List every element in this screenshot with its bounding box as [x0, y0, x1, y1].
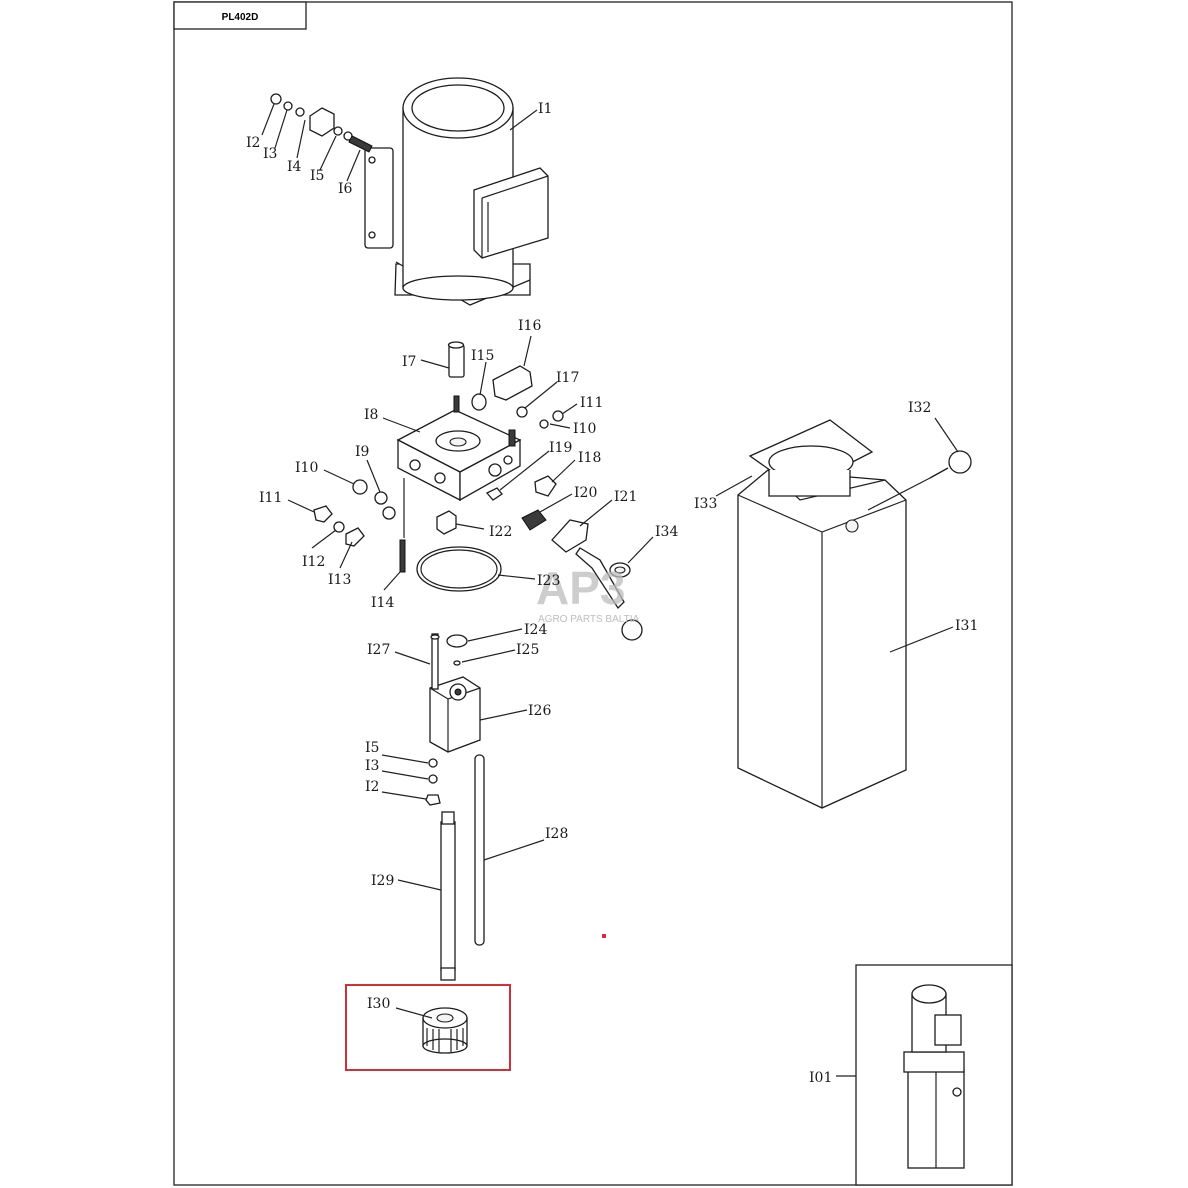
label-I11-right: I11 [580, 395, 603, 411]
red-mark [602, 934, 606, 938]
pump-part [425, 633, 481, 806]
label-I25: I25 [516, 642, 539, 658]
label-I2: I2 [246, 135, 260, 151]
drawing-frame [173, 1, 1013, 1186]
motor-hardware-leaders [261, 103, 538, 182]
label-I3: I3 [263, 146, 277, 162]
label-I8: I8 [364, 407, 378, 423]
label-I28: I28 [545, 826, 568, 842]
label-I33: I33 [694, 496, 717, 512]
label-I30: I30 [367, 996, 390, 1012]
label-I32: I32 [908, 400, 931, 416]
valve-leaders [287, 335, 654, 591]
label-I11: I11 [259, 490, 282, 506]
label-I24: I24 [524, 622, 547, 638]
label-I19: I19 [549, 440, 572, 456]
label-I31: I31 [955, 618, 978, 634]
filter-part [395, 1007, 468, 1054]
watermark-logo: AP3 [536, 562, 625, 614]
label-I17: I17 [556, 370, 579, 386]
label-I27: I27 [367, 642, 390, 658]
label-I10: I10 [295, 460, 318, 476]
label-I16: I16 [518, 318, 541, 334]
label-I14: I14 [371, 595, 394, 611]
oring-part [416, 546, 502, 592]
label-I1: I1 [538, 101, 552, 117]
valve-block-part [396, 409, 522, 502]
label-I2-lower: I2 [365, 779, 379, 795]
label-I01: I01 [809, 1070, 832, 1086]
motor-part [364, 77, 549, 306]
label-I20: I20 [574, 485, 597, 501]
assembly-inset [836, 964, 1013, 1186]
valve-block-fittings [313, 341, 564, 573]
tank-part [715, 417, 972, 809]
part-labels: I1 I2 I3 I4 I5 I6 I16 I7 I15 I17 I11 I8 … [246, 101, 978, 1086]
pump-leaders [381, 628, 528, 800]
label-I21: I21 [614, 489, 637, 505]
label-I12: I12 [302, 554, 325, 570]
label-I7: I7 [402, 354, 416, 370]
label-I13: I13 [328, 572, 351, 588]
label-I4: I4 [287, 159, 302, 175]
label-I22: I22 [489, 524, 512, 540]
motor-hardware [270, 93, 373, 153]
label-I34: I34 [655, 524, 678, 540]
handle-part [551, 519, 643, 641]
watermark-text: AGRO PARTS BALTIA [538, 614, 639, 625]
title-block [173, 1, 307, 30]
oring-inner [420, 549, 498, 589]
label-I26: I26 [528, 703, 551, 719]
label-I29: I29 [371, 873, 394, 889]
label-I5: I5 [310, 168, 324, 184]
label-I18: I18 [578, 450, 601, 466]
label-I10-right: I10 [573, 421, 596, 437]
tube-parts [397, 754, 545, 981]
label-I9: I9 [355, 444, 369, 460]
label-I3-lower: I3 [365, 758, 379, 774]
label-I23: I23 [537, 573, 560, 589]
label-I6: I6 [338, 181, 353, 197]
highlight-box [345, 984, 511, 1071]
drawing-code: PL402D [222, 12, 259, 23]
label-I5-lower: I5 [365, 740, 379, 756]
label-I15: I15 [471, 348, 494, 364]
